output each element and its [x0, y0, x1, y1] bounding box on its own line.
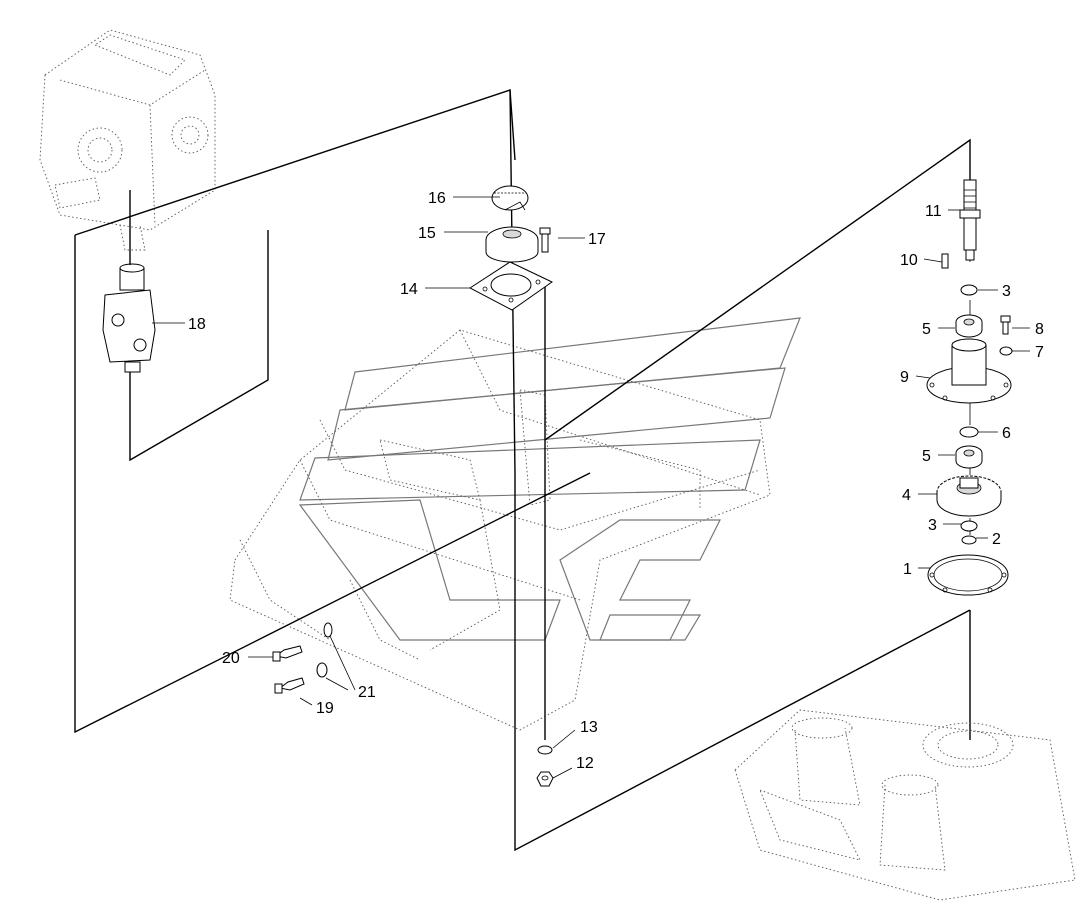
bearing-part	[955, 445, 983, 469]
hose-clamp-icon	[491, 185, 529, 211]
pin-part	[941, 253, 949, 269]
gear-icon	[936, 475, 1002, 517]
washer-part	[960, 284, 978, 296]
callout-3b: 3	[928, 517, 937, 534]
logo-watermark-icon	[298, 317, 801, 641]
flange-plate-part	[469, 261, 553, 311]
callout-4: 4	[902, 487, 911, 504]
universal-joint-icon	[102, 263, 156, 373]
splined-shaft-icon	[959, 179, 981, 261]
callout-2: 2	[992, 531, 1001, 548]
callout-3a: 3	[1002, 283, 1011, 300]
bolt-part	[1000, 315, 1011, 335]
gearbox-icon	[39, 29, 216, 251]
washer-part	[316, 662, 328, 678]
callout-7: 7	[1035, 344, 1044, 361]
callout-8: 8	[1035, 321, 1044, 338]
callout-21: 21	[358, 684, 376, 701]
washer-part	[960, 520, 978, 532]
callout-16: 16	[428, 190, 446, 207]
washer-part	[537, 745, 553, 755]
mower-housing-icon	[734, 709, 1076, 901]
bolt-part	[274, 677, 305, 694]
callout-13: 13	[580, 719, 598, 736]
washer-part	[323, 622, 333, 638]
callout-9: 9	[900, 369, 909, 386]
callout-17: 17	[588, 231, 606, 248]
bearing-housing-part	[926, 338, 1012, 404]
callout-18: 18	[188, 316, 206, 333]
washer-part	[959, 426, 979, 438]
cap-part	[485, 226, 539, 263]
bearing-part	[955, 314, 983, 338]
bolt-part	[272, 645, 303, 662]
callout-6: 6	[1002, 425, 1011, 442]
callout-1: 1	[903, 561, 912, 578]
callout-14: 14	[400, 281, 418, 298]
callout-12: 12	[576, 755, 594, 772]
callout-5b: 5	[922, 448, 931, 465]
bolt-part	[539, 227, 551, 253]
gasket-part	[927, 554, 1009, 596]
washer-part	[999, 346, 1013, 356]
callout-11: 11	[925, 203, 942, 220]
callout-5a: 5	[922, 321, 931, 338]
callout-20: 20	[222, 650, 240, 667]
callout-19: 19	[316, 700, 334, 717]
callout-15: 15	[418, 225, 436, 242]
callout-10: 10	[900, 252, 918, 269]
nut-part	[536, 771, 554, 787]
frame-icon	[229, 329, 771, 731]
washer-part	[961, 535, 977, 545]
